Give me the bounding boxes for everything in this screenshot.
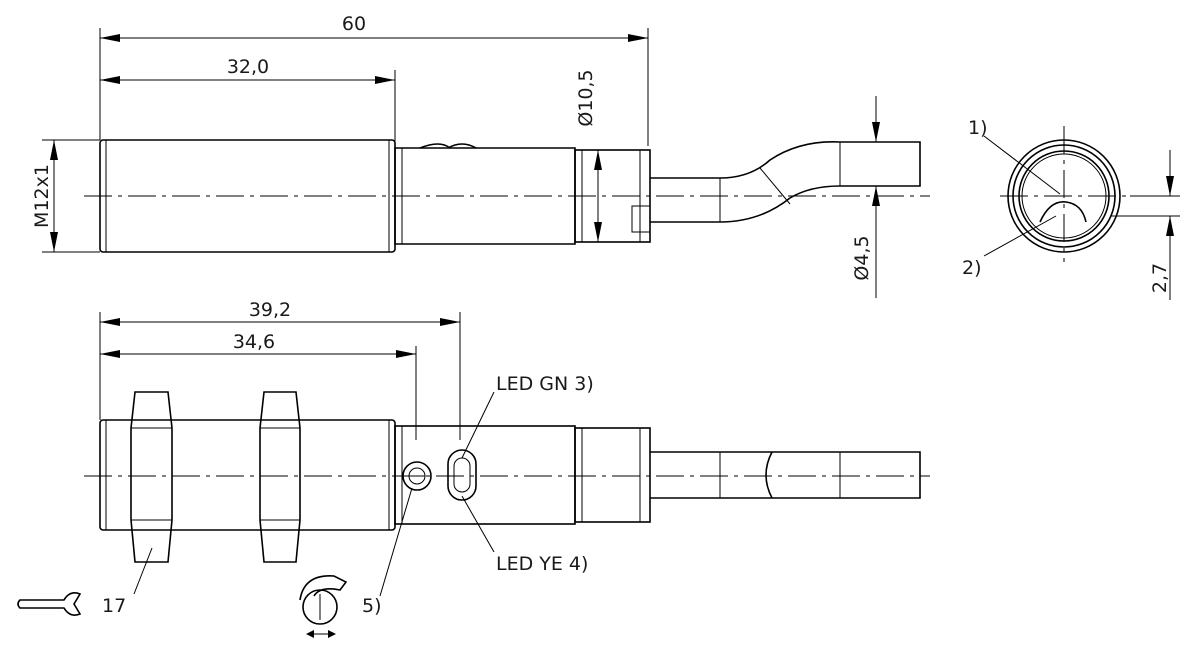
side-view: 39,2 34,6 bbox=[84, 299, 930, 617]
led-ye-label: LED YE 4) bbox=[496, 553, 588, 575]
led-gn-label: LED GN 3) bbox=[496, 373, 594, 395]
potentiometer-icon bbox=[299, 575, 348, 638]
offset-label: 2,7 bbox=[1149, 263, 1171, 293]
cable-diameter-label: Ø4,5 bbox=[851, 235, 873, 280]
overall-length-label: 60 bbox=[342, 13, 366, 35]
ref-2-label: 2) bbox=[962, 257, 982, 279]
thread-designation-label: M12x1 bbox=[31, 164, 53, 228]
wrench-size-label: 17 bbox=[102, 595, 126, 617]
pot-position-label: 34,6 bbox=[233, 331, 275, 353]
body-diameter-label: Ø10,5 bbox=[575, 69, 597, 126]
ref-5-label: 5) bbox=[362, 595, 382, 617]
thread-length-label: 32,0 bbox=[227, 56, 269, 78]
end-view: 1) 2) 2,7 bbox=[962, 117, 1180, 300]
top-view: 60 32,0 M12x1 Ø10,5 bbox=[31, 13, 930, 298]
ref-1-label: 1) bbox=[968, 117, 988, 139]
led-gn-position-label: 39,2 bbox=[249, 299, 291, 321]
wrench-icon bbox=[17, 592, 82, 616]
